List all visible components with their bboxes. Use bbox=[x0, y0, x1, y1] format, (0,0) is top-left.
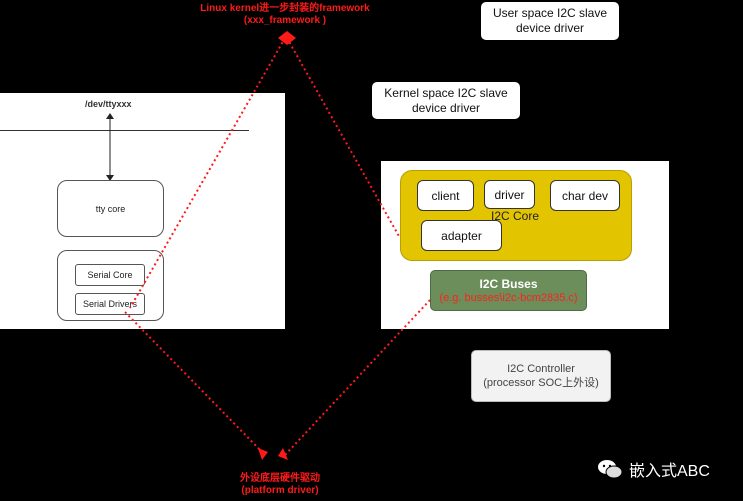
user-space-driver-box: User space I2C slave device driver bbox=[481, 2, 619, 40]
arrow-buses-to-platform bbox=[284, 299, 431, 456]
tty-panel: /dev/ttyxxx tty core Serial Core Serial … bbox=[0, 93, 285, 329]
platform-driver-title: 外设底层硬件驱动 (platform driver) bbox=[220, 473, 340, 497]
kernel-space-driver-box: Kernel space I2C slave device driver bbox=[372, 82, 520, 119]
i2c-buses-title: I2C Buses bbox=[479, 277, 538, 291]
driver-box: driver bbox=[484, 180, 535, 209]
i2c-core-group: client driver char dev I2C Core adapter bbox=[400, 170, 632, 261]
kernel-space-line2: device driver bbox=[411, 100, 481, 115]
user-space-line2: device driver bbox=[515, 21, 585, 35]
platform-arrowhead-right bbox=[278, 448, 288, 460]
i2c-buses-example: (e.g. busses\i2c-bcm2835.c) bbox=[439, 292, 578, 304]
framework-title-line1: Linux kernel进一步封装的framework bbox=[200, 3, 370, 14]
adapter-box: adapter bbox=[421, 220, 502, 251]
i2c-buses-box: I2C Buses (e.g. busses\i2c-bcm2835.c) bbox=[430, 270, 587, 311]
serial-group-box: Serial Core Serial Drivers bbox=[57, 250, 164, 321]
kernel-space-line1: Kernel space I2C slave bbox=[384, 85, 508, 100]
watermark: 嵌入式ABC bbox=[597, 457, 710, 481]
arrow-framework-to-tty bbox=[129, 37, 286, 309]
wechat-icon bbox=[598, 460, 623, 479]
framework-title: Linux kernel进一步封装的framework (xxx_framewo… bbox=[170, 3, 400, 27]
userspace-divider bbox=[0, 130, 249, 131]
i2c-controller-box: I2C Controller (processor SOC上外设) bbox=[471, 350, 611, 402]
user-space-line1: User space I2C slave bbox=[492, 6, 608, 20]
i2c-core-label: I2C Core bbox=[491, 209, 540, 223]
framework-arrowhead bbox=[278, 31, 296, 45]
platform-title-line2: (platform driver) bbox=[241, 485, 319, 496]
framework-title-line2: (xxx_framework ) bbox=[243, 15, 327, 26]
platform-arrowhead-left bbox=[258, 448, 268, 460]
serial-core-box: Serial Core bbox=[75, 264, 145, 286]
arrow-tty-to-platform bbox=[124, 311, 266, 456]
tty-arrow bbox=[106, 113, 114, 181]
i2c-controller-line1: I2C Controller bbox=[507, 363, 575, 375]
arrow-framework-to-adapter bbox=[286, 37, 401, 239]
i2c-controller-line2: (processor SOC上外设) bbox=[483, 377, 599, 389]
platform-title-line1: 外设底层硬件驱动 bbox=[240, 473, 320, 484]
client-box: client bbox=[417, 180, 474, 211]
dev-ttyxxx-label: /dev/ttyxxx bbox=[85, 99, 132, 109]
watermark-text: 嵌入式ABC bbox=[629, 463, 710, 480]
char-dev-box: char dev bbox=[550, 180, 620, 211]
tty-core-box: tty core bbox=[57, 180, 164, 237]
serial-drivers-box: Serial Drivers bbox=[75, 293, 145, 315]
